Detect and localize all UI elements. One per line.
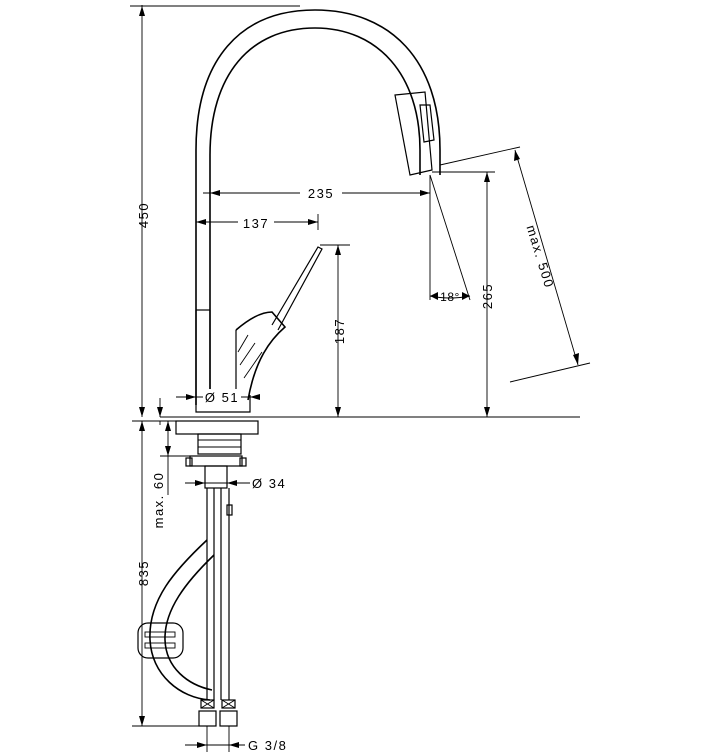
dim-outlet-height: 265	[432, 171, 495, 417]
dim-label-max500: max. 500	[524, 223, 557, 290]
dim-label-g38: G 3/8	[248, 738, 287, 753]
dim-label-450: 450	[136, 202, 151, 228]
dim-outlet-angle: 18°	[429, 174, 471, 304]
dim-label-187: 187	[332, 318, 347, 344]
dim-label-18deg: 18°	[440, 290, 460, 304]
dim-pull-out: max. 500	[439, 146, 591, 383]
dim-connection-thread: G 3/8	[185, 726, 287, 753]
dim-label-dia51: Ø 51	[205, 390, 239, 405]
dim-base-diameter: Ø 51	[176, 389, 260, 405]
lever-handle	[235, 246, 323, 401]
dim-deck-thickness: max. 60	[151, 420, 190, 529]
dim-spout-reach: 235	[203, 175, 431, 300]
dim-deck-marker	[157, 398, 163, 425]
dim-shank-diameter: Ø 34	[185, 476, 286, 491]
dim-label-dia34: Ø 34	[252, 476, 286, 491]
dim-lever-height: 187	[320, 244, 350, 417]
dim-hose-length: 835	[132, 420, 199, 727]
base-and-deck	[160, 395, 580, 489]
dim-label-max60: max. 60	[151, 472, 166, 529]
dim-label-235: 235	[308, 186, 334, 201]
dim-total-height: 450	[130, 5, 300, 417]
dim-lever-reach: 137	[195, 214, 319, 231]
faucet-body	[195, 9, 441, 405]
dim-label-835: 835	[136, 560, 151, 586]
dim-label-137: 137	[243, 216, 269, 231]
supply-hoses	[137, 488, 238, 727]
dim-label-265: 265	[480, 283, 495, 309]
